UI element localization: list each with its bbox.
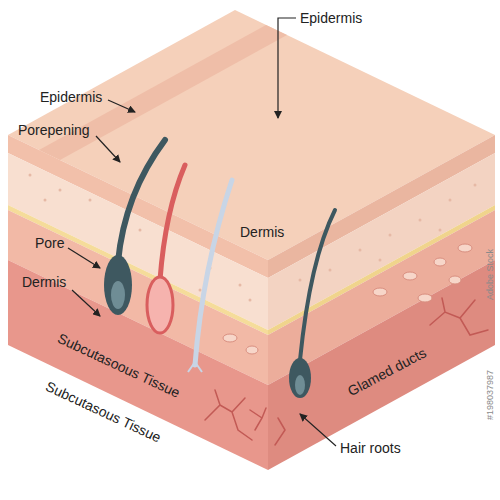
part-label: Dermis (240, 224, 284, 240)
part-label: Pore (35, 235, 65, 251)
part-label: Porepening (18, 122, 90, 138)
hair-bulb (111, 281, 125, 309)
watermark: Adobe Stock (482, 249, 498, 300)
part-label: Hair roots (340, 440, 401, 456)
dermis-dots (29, 174, 477, 302)
hair-bulb (295, 375, 305, 395)
hair-shaft (118, 140, 165, 262)
hair-root (188, 362, 202, 372)
hair-shaft (300, 210, 335, 360)
subcutaneous-layer (268, 260, 495, 470)
hair-shaft (195, 180, 232, 365)
leader-lines (68, 18, 336, 446)
blood-vessels (205, 298, 488, 445)
cells (223, 244, 472, 354)
watermark: #198037987 (482, 370, 498, 420)
subcutaneous-layer (8, 260, 268, 470)
part-label: Epidermis (300, 10, 362, 26)
hair-follicle (289, 358, 311, 398)
part-label: Epidermis (40, 89, 102, 105)
part-label: Dermis (22, 274, 66, 290)
hair-follicle (147, 277, 173, 333)
hair-follicle (104, 255, 132, 315)
hair-shaft (160, 165, 185, 280)
